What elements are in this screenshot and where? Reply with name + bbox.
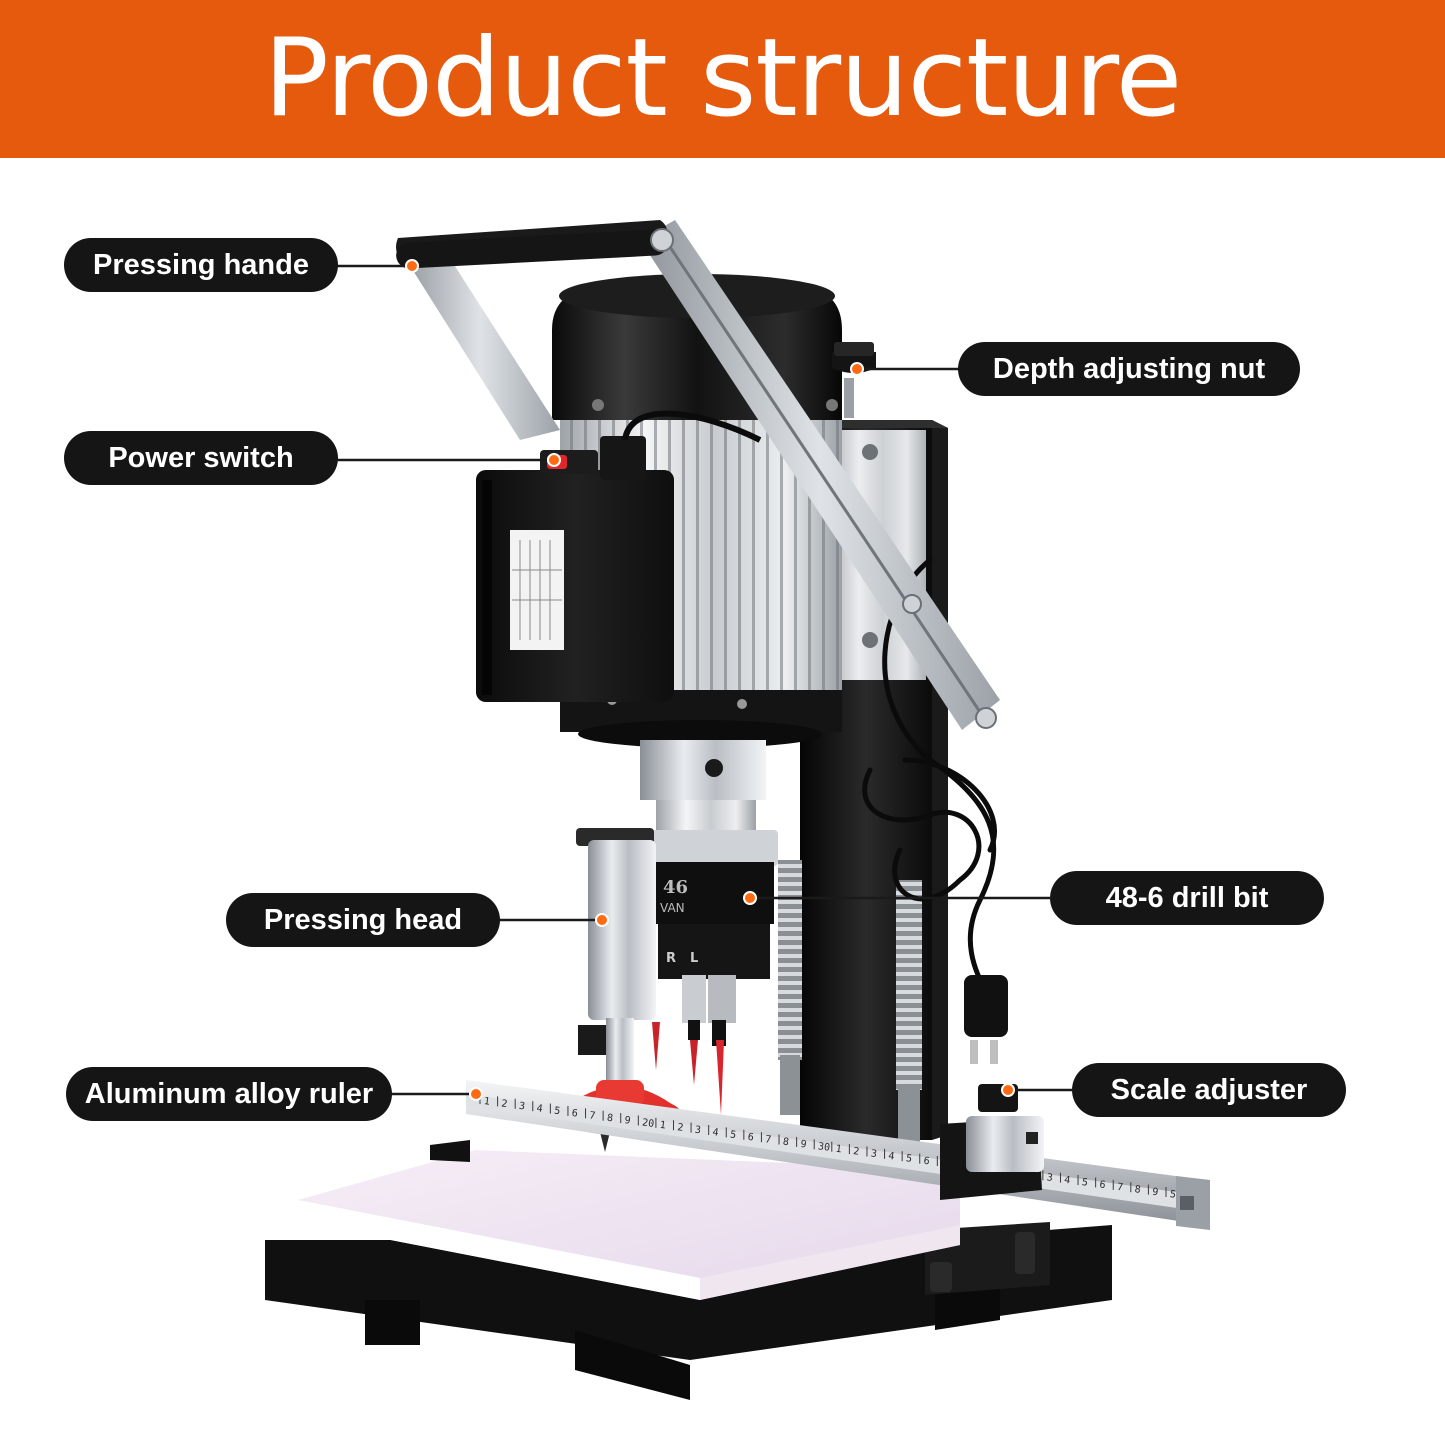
power-cord (862, 557, 1008, 1064)
ruler-mark: 6 (1099, 1179, 1106, 1191)
markers (405, 259, 1015, 1101)
ruler-mark: 9 (1151, 1187, 1158, 1199)
ruler-mark: 5 (905, 1153, 912, 1165)
ruler-mark: 3 (518, 1101, 525, 1113)
switch-box (476, 410, 762, 702)
pressing-handle (396, 220, 1000, 730)
ruler-mark: 8 (782, 1137, 789, 1149)
ruler-mark: 30 (817, 1141, 830, 1153)
direction-mark-l: L (690, 951, 698, 966)
label-pressing-head: Pressing head (226, 893, 500, 947)
label-power-switch: Power switch (64, 431, 338, 485)
ruler-mark: 4 (1064, 1175, 1071, 1187)
label-depth-adjusting-nut: Depth adjusting nut (958, 342, 1300, 396)
ruler-mark: 9 (624, 1115, 631, 1127)
direction-mark-r: R (666, 951, 676, 966)
header-banner: Product structure (0, 0, 1445, 158)
work-board (298, 1150, 960, 1300)
label-drill-bit: 48-6 drill bit (1050, 871, 1324, 925)
ruler-mark: 3 (694, 1125, 701, 1137)
ruler-mark: 6 (571, 1108, 578, 1120)
ruler-mark: 8 (606, 1113, 613, 1125)
ruler-mark: 8 (1134, 1184, 1141, 1196)
ruler-mark: 1 (483, 1096, 490, 1108)
ruler-mark: 7 (765, 1134, 772, 1146)
label-pressing-handle: Pressing hande (64, 238, 338, 292)
ruler-mark: 5 (729, 1129, 736, 1141)
label-scale-adjuster: Scale adjuster (1072, 1063, 1346, 1117)
motor-head-text: 46 (663, 877, 688, 898)
guide-springs (778, 860, 922, 1145)
ruler-mark: 7 (589, 1110, 596, 1122)
marker-power-switch (547, 453, 561, 467)
ruler-mark: 2 (677, 1122, 684, 1134)
ruler-mark: 3 (870, 1148, 877, 1160)
marker-scale-adjuster (1001, 1083, 1015, 1097)
ruler-mark: 2 (501, 1098, 508, 1110)
ruler-mark: 2 (852, 1146, 859, 1158)
motor-head-subtext: VAN (660, 901, 685, 915)
ruler-mark: 5 (1081, 1177, 1088, 1189)
ruler-mark: 1 (835, 1144, 842, 1156)
marker-drill-bit (743, 891, 757, 905)
marker-pressing-handle (405, 259, 419, 273)
ruler-mark: 7 (1116, 1182, 1123, 1194)
marker-depth-nut (850, 362, 864, 376)
ruler-mark: 5 (1169, 1189, 1176, 1201)
marker-pressing-head (595, 913, 609, 927)
page-title: Product structure (263, 16, 1183, 141)
spindle-housing: 46 VAN R L (640, 740, 778, 1115)
ruler-mark: 3 (1046, 1172, 1053, 1184)
label-aluminum-alloy-ruler: Aluminum alloy ruler (66, 1067, 392, 1121)
leader-lines (336, 264, 1072, 1096)
ruler-mark: 4 (888, 1151, 895, 1163)
ruler-mark: 1 (659, 1120, 666, 1132)
scale-adjuster (940, 1084, 1044, 1200)
ruler-mark: 4 (536, 1103, 543, 1115)
ruler-mark: 6 (747, 1132, 754, 1144)
marker-ruler (469, 1087, 483, 1101)
ruler-mark: 5 (553, 1106, 560, 1118)
ruler-mark: 4 (712, 1127, 719, 1139)
ruler-mark: 20 (641, 1117, 654, 1129)
ruler-mark: 9 (800, 1139, 807, 1151)
ruler-mark: 6 (923, 1156, 930, 1168)
